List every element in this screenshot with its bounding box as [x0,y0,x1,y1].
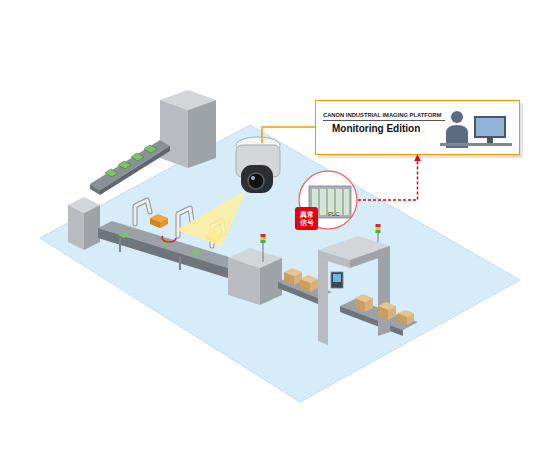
green-tray [118,161,131,169]
cardboard-box [378,306,388,320]
roller-conveyor [340,306,403,336]
cardboard-box [284,272,294,285]
operator-icon [474,116,506,138]
plc-callout: 異常 信号 PLC [298,170,358,230]
operator-icon [476,118,504,136]
right-machine [260,258,282,305]
plc-rack [344,189,349,215]
cardboard-box [365,298,373,312]
rotation-arrow [162,236,176,242]
operator-icon [451,111,463,123]
signal-tower [376,230,381,233]
ptz-camera [236,137,280,193]
cardboard-box [310,279,318,292]
work-item [160,240,172,246]
camera-view-beam [176,190,246,246]
robot-arm [135,200,150,224]
work-item [160,218,168,228]
inspection-gate [318,258,328,345]
signal-tower [261,237,266,240]
ptz-camera [251,176,255,180]
inspection-gate [378,246,390,336]
operator-icon [440,111,512,148]
alarm-signal-label: 異常 信号 [295,207,318,230]
device-label: PLC [328,211,352,218]
signal-tower [263,240,264,262]
back-machine [160,100,188,168]
signal-tower [261,240,266,243]
cardboard-box [388,306,396,320]
cardboard-box [398,313,407,325]
monitoring-box: CANON INDUSTRIAL IMAGING PLATFORM Monitor… [315,100,520,155]
work-item [150,218,160,228]
signal-tower [261,234,266,237]
left-cabinet [84,205,100,250]
edition-title: Monitoring Edition [332,123,452,135]
alarm-signal-arrow [358,155,418,200]
front-conveyor [179,256,181,270]
green-tray [144,145,157,153]
video-signal-line [262,127,315,143]
factory-floor [40,125,520,402]
green-tray [105,169,118,177]
roller-conveyor [278,276,418,336]
right-machine [228,258,260,305]
plc-rack [320,189,326,215]
left-cabinet [68,197,100,250]
back-machine [188,100,216,168]
work-item [118,232,130,238]
operator-icon [487,138,493,143]
left-cabinet [68,205,84,250]
green-tray [131,153,144,161]
platform-heading: CANON INDUSTRIAL IMAGING PLATFORM [323,112,445,121]
upper-conveyor [90,184,100,195]
back-machine [160,90,216,168]
ptz-camera [241,165,273,193]
cardboard-box [355,298,365,312]
signal-tower [376,224,381,227]
cardboard-box [407,313,414,325]
inspection-gate [331,272,343,288]
inspection-gate [333,274,341,282]
upper-conveyor [90,140,170,190]
ptz-camera [248,173,264,189]
upper-conveyor [90,140,170,195]
cardboard-box [300,279,310,292]
signal-tower [376,227,381,230]
inspection-gate [318,236,390,345]
right-machine [228,248,282,305]
green-tray [105,145,157,177]
front-conveyor [119,238,121,252]
monitor-box-fill [315,100,520,155]
robot-arm [135,200,150,224]
work-item [190,249,202,255]
upper-conveyor [100,146,170,195]
alarm-badge: 異常 信号 [295,207,318,230]
operator-icon [440,143,512,146]
cardboard-box [284,268,414,325]
